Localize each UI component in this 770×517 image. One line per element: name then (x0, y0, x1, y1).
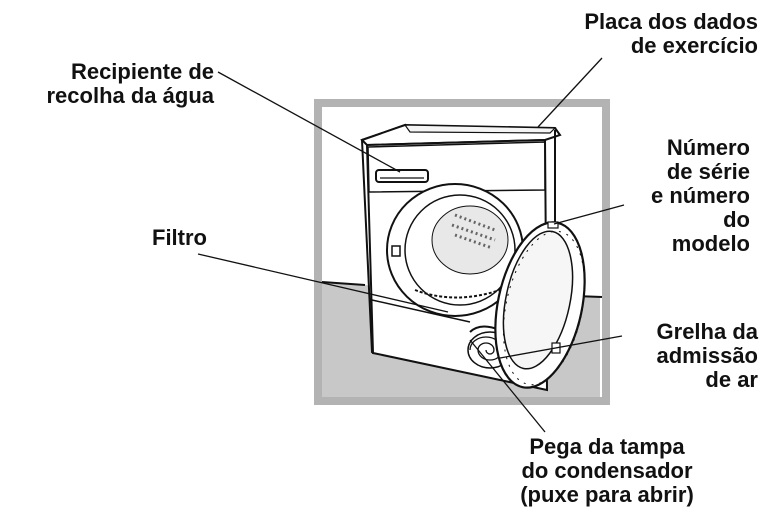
plinth-seam (371, 299, 471, 323)
label-line: recolha da água (46, 83, 214, 108)
label-line: de série (666, 159, 750, 184)
label-line: modelo (671, 231, 750, 256)
door-rim (502, 230, 586, 386)
label-line: (puxe para abrir) (520, 482, 694, 507)
water-container-drawer (375, 169, 429, 183)
label-line: Pega da tampa (529, 434, 685, 459)
leader-water-container (217, 71, 401, 173)
label-line: de exercício (630, 33, 758, 58)
label-line: do condensador (521, 458, 693, 483)
label-data-plate: Placa dos dados de exercício (584, 10, 758, 58)
leader-condenser-handle (469, 339, 546, 433)
floor-edge-line (321, 281, 366, 286)
grille-spiral (469, 336, 503, 361)
label-water-container: Recipiente de recolha da água (46, 60, 214, 108)
leader-air-intake (499, 335, 623, 359)
label-serial-number: Número de série e número do modelo (651, 136, 750, 256)
dryer-top-surface (403, 124, 557, 134)
leader-data-plate (537, 57, 603, 128)
label-line: Placa dos dados (584, 9, 758, 34)
label-air-intake-grille: Grelha da admissão de ar (657, 320, 759, 392)
label-line: Filtro (152, 225, 207, 250)
filter-slot (414, 289, 501, 299)
label-line: admissão (656, 343, 759, 368)
label-filter: Filtro (152, 226, 207, 250)
door-latch (391, 245, 401, 257)
serial-number-plate (547, 221, 559, 229)
label-line: do (723, 207, 750, 232)
label-line: e número (650, 183, 750, 208)
leader-filter (197, 253, 449, 313)
label-line: de ar (705, 367, 758, 392)
label-line: Número (666, 135, 750, 160)
control-panel (367, 141, 546, 193)
label-condenser-cover-handle: Pega da tampa do condensador (puxe para … (487, 435, 727, 507)
label-line: Recipiente de (70, 59, 214, 84)
label-line: Grelha da (656, 319, 758, 344)
leader-serial-number (553, 204, 625, 225)
illustration-frame (314, 99, 610, 405)
drum-back-pattern (451, 213, 496, 250)
